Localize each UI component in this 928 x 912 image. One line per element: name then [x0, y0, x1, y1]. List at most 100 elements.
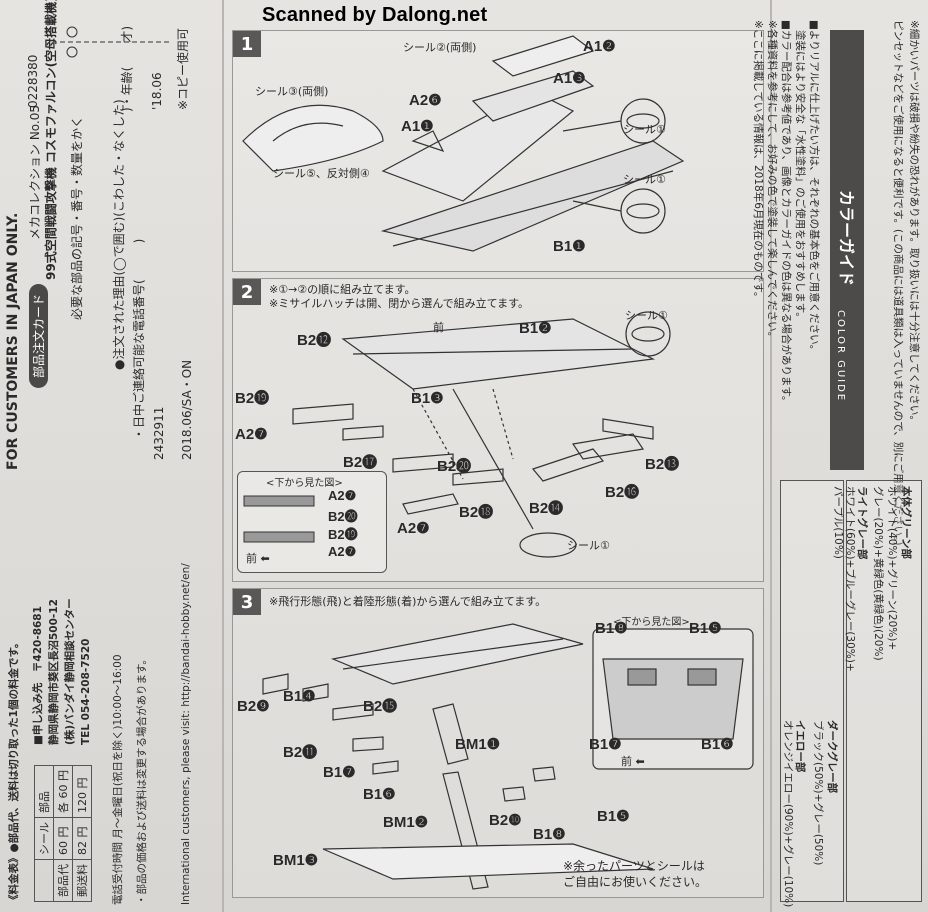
label: B2⓲ [459, 504, 494, 521]
bottom-view-box: <下から見た図> A2❼ B2⓴ B2⓳ A2❼ 前 ⬅ [237, 471, 387, 573]
label: B1❽ [533, 826, 566, 843]
color-2-mix-1: ホワイト(60%)+ブルーグレー(30%)+ [844, 486, 856, 672]
color-guide-title: カラーガイド [837, 190, 856, 287]
phone-line: ・日中ご連絡可能な電話番号( ) [132, 238, 146, 440]
copy-allowed: ※コピー使用可 [176, 27, 190, 110]
card-code: 0228380 [26, 54, 40, 108]
price-change-note: ・部品の価格および送料は変更する場合があります。 [136, 654, 148, 905]
label: A2❼ [328, 488, 357, 503]
label: B1❼ [589, 736, 622, 753]
label: B2❿ [489, 812, 522, 829]
label: B2❾ [237, 698, 270, 715]
step-3-illustration [262, 623, 754, 890]
label: A2❼ [328, 544, 357, 559]
label: A2❼ [235, 426, 268, 443]
step-1-illustration [242, 35, 685, 252]
label: B2⓭ [645, 456, 680, 473]
customers-japan-only: FOR CUSTOMERS IN JAPAN ONLY. [5, 212, 21, 470]
label: シール① [625, 309, 668, 322]
label: B1❼ [323, 764, 356, 781]
scanner-credit: Scanned by Dalong.net [262, 4, 488, 26]
issue-code: 2018.06/SA・ON [180, 359, 194, 460]
color-2-mix-2: パープル(10%) [832, 486, 844, 559]
guide-line-4: ※各種資料を参考にして、お好みの色で塗装して楽しんでください。 [766, 20, 778, 343]
step-note: ※ミサイルハッチは開、閉から選んで組み立てます。 [269, 297, 530, 310]
reception-hours: 電話受付時間 月〜金曜日(祝日を除く)10:00〜16:00 [112, 654, 124, 905]
color-4-mix: オレンジイエロー(90%)+グレー(10%) [782, 720, 794, 908]
label: B1❽ [595, 620, 628, 637]
label: B1❶ [553, 238, 586, 255]
front-arrow-icon: 前 ⬅ [246, 552, 270, 565]
label: B2⓴ [437, 458, 472, 475]
price-heading: 《料金表》●部品代、送料は切り取った1個の料金です。 [8, 637, 20, 905]
label: A1❶ [401, 118, 434, 135]
label: B2⓯ [363, 698, 398, 715]
scissors-icon [60, 26, 170, 58]
product-series: メカコレクション No.05 [28, 104, 42, 240]
step-1: 1 シール②(両側) A1❷ A1❸ シール③(両側) A2❻ A1❶ シール①… [232, 30, 764, 272]
label: シール① [623, 123, 666, 136]
label: A1❸ [553, 70, 586, 87]
step-2-number: 2 [233, 279, 261, 305]
card-date: '18.06 [150, 72, 164, 110]
color-1-mix-2: グレー(20%)+黄緑色(黄緑色)(20%) [872, 486, 884, 661]
label: B2⓳ [235, 390, 270, 407]
front-arrow-icon: 前 ⬅ [621, 755, 645, 768]
fold-line-left [222, 0, 224, 912]
label: B2⓰ [605, 484, 640, 501]
label: B2⓳ [328, 527, 358, 542]
label: B2⓬ [297, 332, 332, 349]
label: B2⓫ [283, 744, 318, 761]
color-box-left [780, 480, 844, 902]
apply-to: ■申し込み先 〒420-8681 [32, 606, 44, 745]
label: シール⑤、反対側④ [273, 167, 370, 180]
label: シール②(両側) [403, 41, 477, 54]
guide-line-3: ■カラー配合は参考値であり、画像とカラーガイドの色は異なる場合があります。 [780, 20, 792, 407]
product-name: 99式空間戦闘攻撃機 コスモファルコン(空母搭載機) [44, 0, 58, 280]
phone: TEL 054-208-7520 [80, 638, 92, 745]
label: BM1❷ [383, 814, 429, 831]
step-2: 2 ※①→②の順に組み立てます。 ※ミサイルハッチは開、閉から選んで組み立てます… [232, 278, 764, 582]
warning-line-2: ピンセットなどをご使用になると便利です。(この商品には道具類は入っていませんので… [892, 20, 904, 546]
label: A2❻ [409, 92, 442, 109]
step-3-number: 3 [233, 589, 261, 615]
color-guide-band [830, 30, 864, 470]
color-3-mix: ブラック(50%)+グレー(50%) [812, 720, 824, 866]
color-1-title: 本体グリーン部 [900, 486, 912, 559]
label: 前 [433, 321, 444, 334]
order-card-badge: 部品注文カード [28, 283, 48, 388]
order-instruction: 必要な部品の記号・番号・数量をかく [70, 115, 84, 320]
label: シール③(両側) [255, 85, 329, 98]
step-3: 3 ※飛行形態(飛)と着陸形態(着)から選んで組み立てます。 B2❾ B1❹ B… [232, 588, 764, 898]
fold-line-right [770, 0, 772, 912]
label: B1❷ [519, 320, 552, 337]
international-note: International customers, please visit: h… [180, 563, 192, 905]
step-note: ※①→②の順に組み立てます。 [269, 283, 416, 296]
step-1-number: 1 [233, 31, 261, 57]
label: B1❺ [689, 620, 722, 637]
label: BM1❶ [455, 736, 501, 753]
color-box-right [846, 480, 922, 902]
warning-line-1: ※細かいパーツは破損や紛失の恐れがあります。取り扱いには十分注意してください。 [908, 20, 920, 426]
footer-note: ご自由にお使いください。 [563, 875, 708, 889]
color-3-title: ダークグレー部 [826, 720, 838, 794]
label: A1❷ [583, 38, 616, 55]
step-note: ※飛行形態(飛)と着陸形態(着)から選んで組み立てます。 [269, 595, 547, 608]
step-2-illustration [292, 311, 671, 558]
label: B1❻ [701, 736, 734, 753]
label: BM1❸ [273, 852, 319, 869]
footer-note: ※余ったパーツとシールは [563, 859, 705, 873]
color-2-title: ライトグレー部 [856, 486, 868, 560]
label: シール① [623, 173, 666, 186]
label: B1❸ [411, 390, 444, 407]
center-name: (株)バンダイ静岡相談センター [64, 598, 76, 745]
label: A2❼ [397, 520, 430, 537]
guide-line-1: ■よりリアルに仕上げたい方は、それぞれの基本色をご用意ください。 [808, 20, 820, 356]
color-1-mix-1: ホワイト(40%)+グリーン(20%)+ [886, 486, 898, 651]
label: B2⓴ [328, 509, 358, 524]
label: B2⓱ [343, 454, 378, 471]
label: B1❻ [363, 786, 396, 803]
label: シール① [567, 539, 610, 552]
card-number: 2432911 [152, 406, 166, 460]
